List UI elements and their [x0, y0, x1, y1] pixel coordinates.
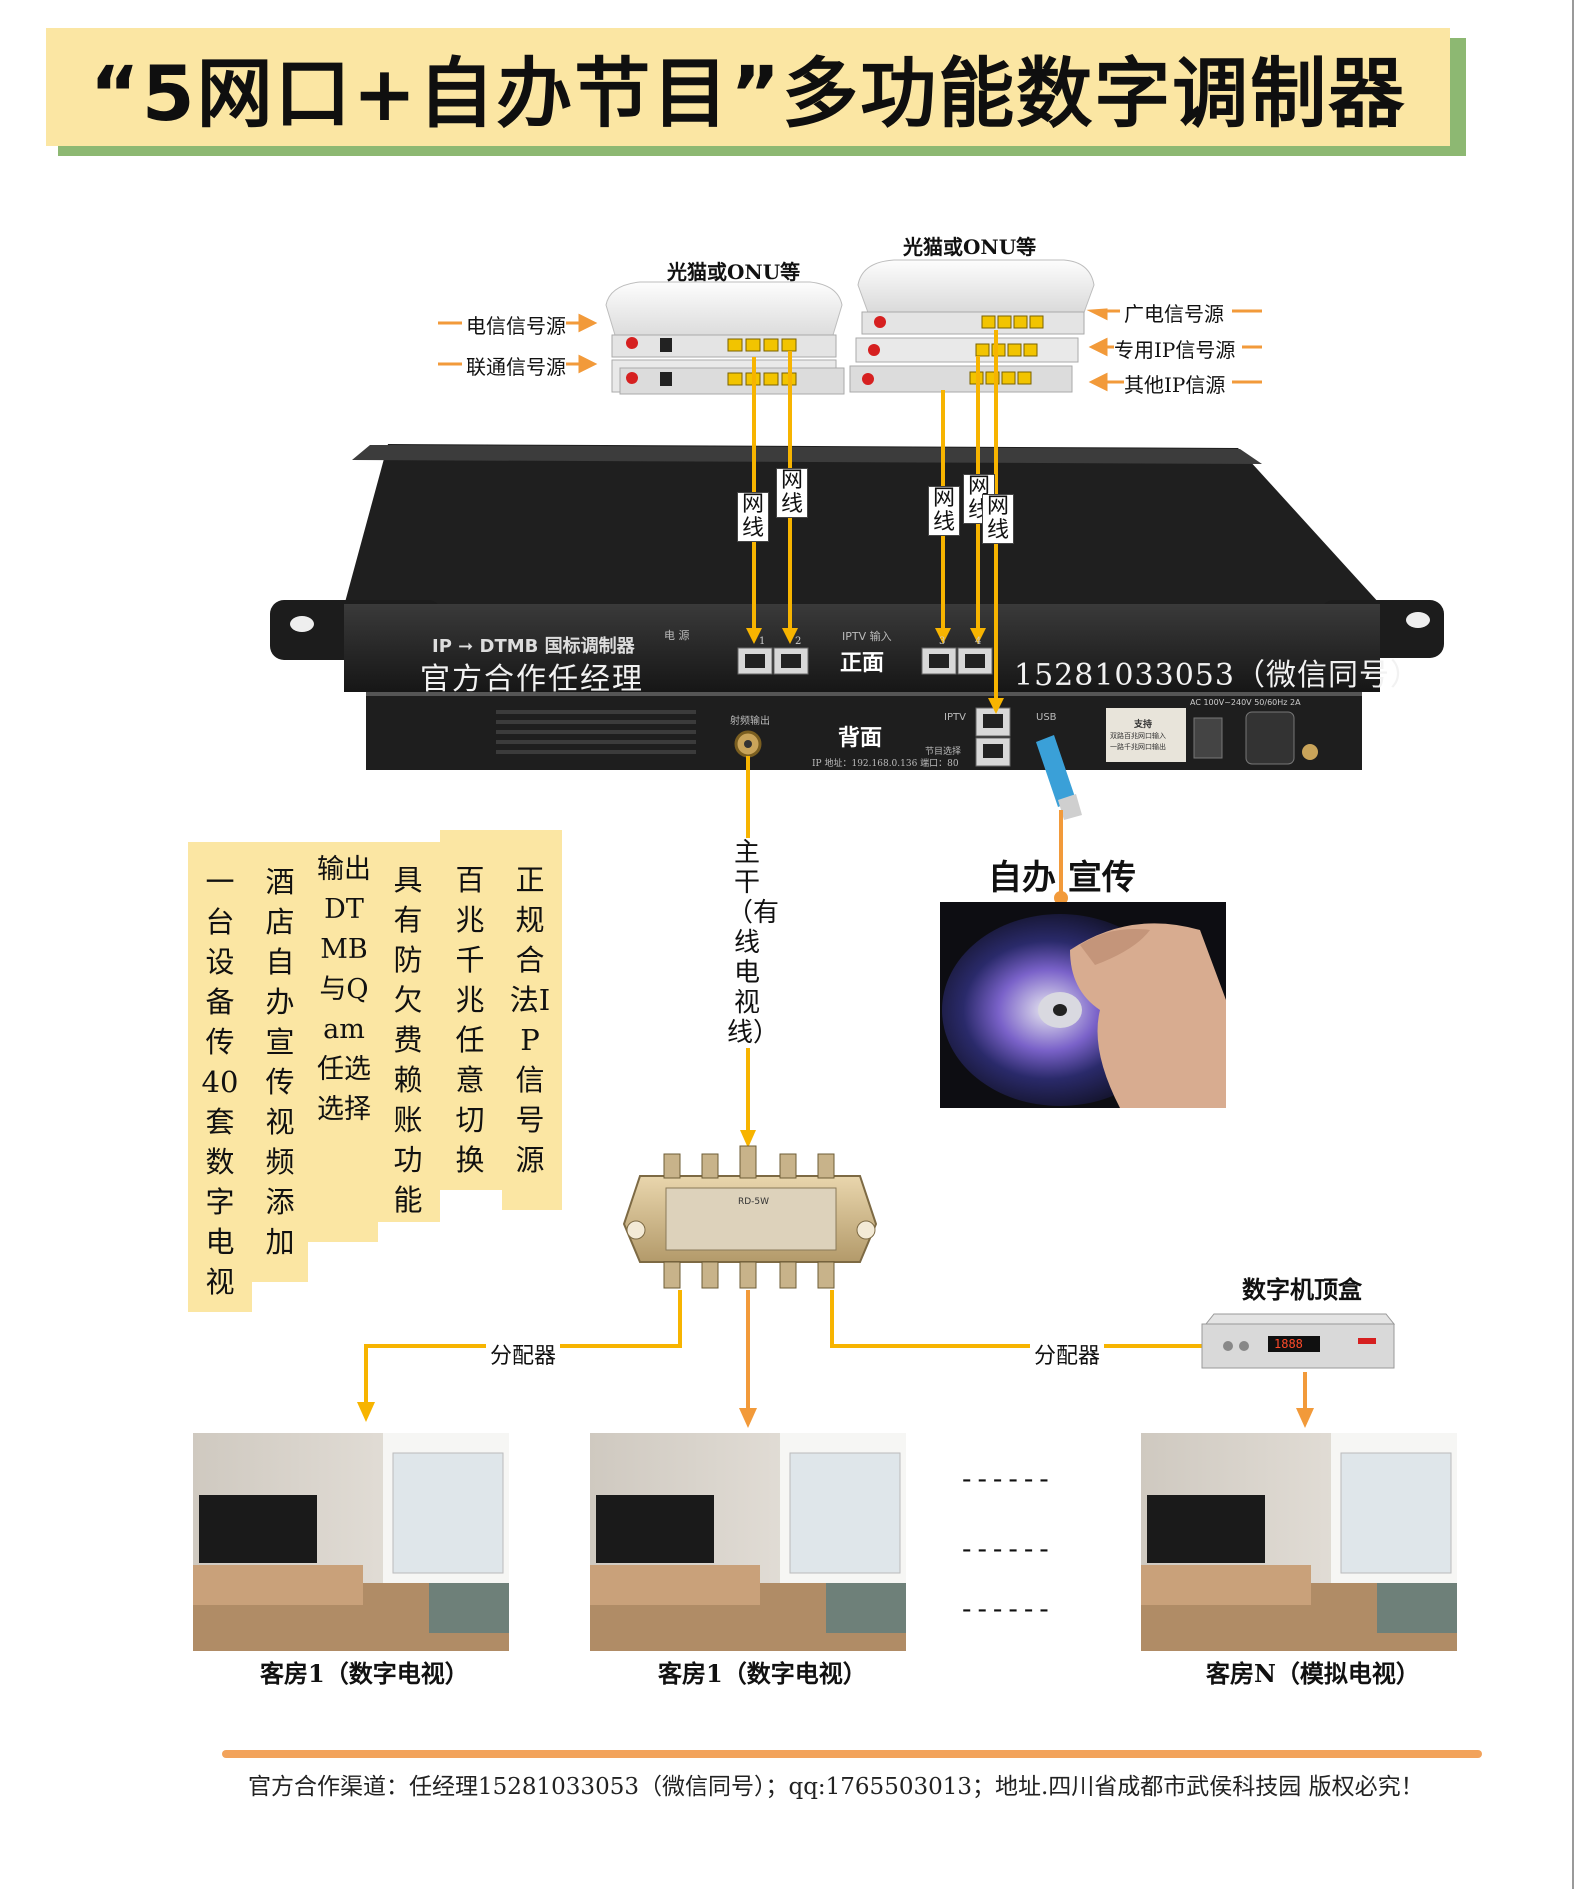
sticker-line-2: 双路百兆网口输入: [1110, 732, 1166, 740]
feature-strip-6: [502, 830, 562, 1210]
port-number-3: 3: [939, 636, 946, 647]
modulator-device: [270, 444, 1444, 770]
room-caption-3: 客房N（模拟电视）: [1206, 1659, 1420, 1688]
usb-stick: [1036, 735, 1082, 905]
source-label-other-ip: 其他IP信源: [1124, 373, 1226, 397]
settop-box: [1201, 1313, 1396, 1369]
title-banner: “5网口+自办节目”多功能数字调制器: [46, 28, 1450, 146]
contact-phone: 15281033053（微信同号）: [1014, 658, 1421, 693]
settop-display: 1888: [1274, 1337, 1303, 1351]
feature-1: 一台设备传40套数字电视: [201, 865, 239, 1299]
room-caption-1: 客房1（数字电视）: [260, 1659, 469, 1688]
cable-arrowheads: [746, 628, 1004, 714]
page-title: “5网口+自办节目”多功能数字调制器: [89, 49, 1407, 138]
sticker-line-3: 一路千兆网口输出: [1110, 743, 1166, 751]
onu-label-left: 光猫或ONU等: [667, 260, 801, 284]
page-border: [1572, 0, 1574, 1889]
splitter-label-right: 分配器: [1030, 1338, 1105, 1370]
device-brand: IP ➞ DTMB 国标调制器: [432, 636, 635, 657]
iptv-label: IPTV: [944, 712, 966, 723]
port-number-1: 1: [759, 636, 766, 647]
port-number-2: 2: [795, 636, 802, 647]
cable-tag-5: 网线: [982, 494, 1014, 544]
cable-tag-2: 网线: [776, 468, 808, 518]
feature-strip-4: [378, 842, 440, 1222]
cable-tag-1: 网线: [737, 492, 769, 542]
iptv-input-label: IPTV 输入: [842, 630, 892, 643]
feature-strip-3: [308, 842, 378, 1242]
feature-5: 百兆千兆任意切换: [455, 863, 485, 1177]
power-spec: AC 100V~240V 50/60Hz 2A: [1190, 698, 1301, 707]
dashes-2: ------: [962, 1532, 1055, 1565]
ip-info: IP 地址：192.168.0.136 端口：80: [812, 759, 959, 769]
splitter-label-left: 分配器: [486, 1338, 561, 1370]
port-number-4: 4: [975, 636, 982, 647]
feature-strip-5: [440, 830, 502, 1190]
footer-text: 官方合作渠道：任经理15281033053（微信同号）；qq:176550301…: [248, 1774, 1424, 1800]
room-caption-2: 客房1（数字电视）: [658, 1659, 867, 1688]
settop-label: 数字机顶盒: [1242, 1275, 1362, 1304]
distribution-arrowheads: [357, 1402, 1314, 1428]
program-select-label: 节目选择: [925, 747, 962, 757]
dashes-1: ------: [962, 1462, 1055, 1495]
trunk-label: 主干（有线电视线）: [727, 838, 780, 1048]
source-arrows-left: [438, 313, 598, 374]
footer-divider: [222, 1750, 1482, 1758]
source-label-broadcast: 广电信号源: [1124, 302, 1224, 326]
onu-left: [605, 281, 845, 395]
source-arrows-right: [1086, 308, 1262, 392]
self-program-label: 自办 宣传: [988, 858, 1136, 898]
feature-4: 具有防欠费赖账功能: [393, 863, 423, 1217]
source-label-unicom: 联通信号源: [466, 355, 566, 379]
rf-output-label: 射频输出: [730, 716, 770, 727]
feature-6: 正规合法IP信号源: [509, 863, 551, 1177]
dvd-image: [940, 902, 1226, 1108]
onu-right: [849, 259, 1095, 393]
room-image-3: [1141, 1433, 1457, 1651]
room-image-1: [193, 1433, 509, 1651]
back-label: 背面: [838, 726, 883, 751]
feature-strip-1: [188, 842, 252, 1312]
room-image-2: [590, 1433, 906, 1651]
source-label-telecom: 电信信号源: [466, 314, 566, 338]
contact-name: 官方合作任经理: [420, 662, 644, 697]
splitter-device: [622, 1145, 878, 1289]
front-label: 正面: [840, 651, 885, 676]
cable-tag-3: 网线: [928, 486, 960, 536]
dashes-3: ------: [962, 1592, 1055, 1625]
feature-strip-2: [252, 842, 308, 1282]
splitter-model: RD-5W: [738, 1197, 770, 1207]
feature-2: 酒店自办宣传视频添加: [265, 865, 295, 1259]
sticker-line-1: 支持: [1134, 720, 1153, 730]
feature-3: 输出DTMB与Qam任选选择: [317, 854, 371, 1125]
onu-label-right: 光猫或ONU等: [903, 235, 1037, 259]
usb-label: USB: [1036, 712, 1057, 723]
power-label: 电 源: [664, 629, 690, 642]
source-label-dedicated-ip: 专用IP信号源: [1114, 338, 1236, 362]
